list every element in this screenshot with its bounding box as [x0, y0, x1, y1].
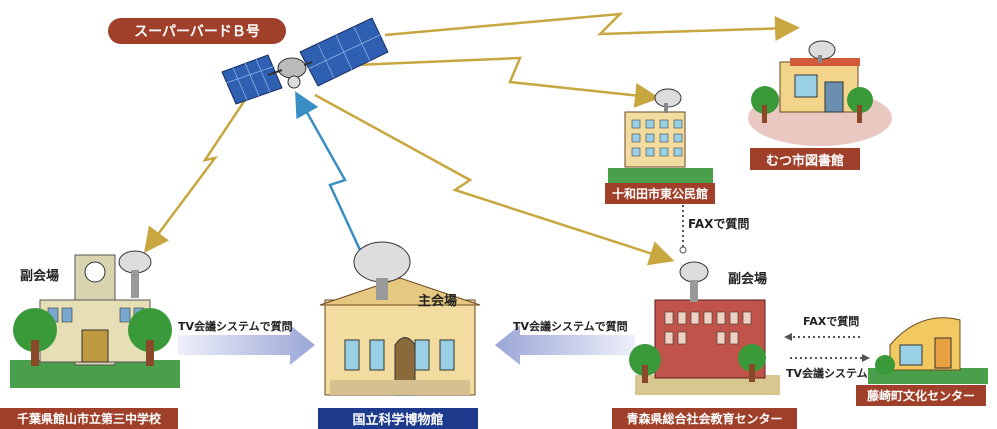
mutsu-library-illustration	[748, 40, 892, 146]
chiba-role: 副会場	[20, 269, 60, 284]
chiba-school-illustration	[10, 250, 180, 388]
aomori-role: 副会場	[728, 272, 768, 287]
uplink-from-museum	[295, 91, 362, 251]
fax-fujisaki-text: FAXで質問	[803, 315, 860, 328]
downlink-to-chiba	[144, 99, 247, 254]
satellite-icon	[221, 17, 389, 105]
aomori-center-illustration	[629, 261, 780, 395]
fujisaki-label: 藤崎町文化センター	[856, 385, 986, 406]
downlink-to-mutsu	[384, 12, 800, 41]
tv-question-left-text: TV会議システムで質問	[178, 320, 293, 333]
fujisaki-illustration	[868, 317, 988, 384]
mutsu-label: むつ市図書館	[750, 148, 860, 170]
museum-illustration	[319, 241, 481, 396]
towada-illustration	[608, 88, 713, 186]
chiba-label: 千葉県館山市立第三中学校	[0, 408, 178, 429]
tv-fujisaki-text: TV会議システム	[786, 367, 868, 380]
aomori-label: 青森県総合社会教育センター	[612, 408, 797, 429]
towada-label: 十和田市東公民館	[605, 183, 715, 204]
main-role: 主会場	[418, 294, 458, 309]
satellite-label: スーパーバードＢ号	[108, 18, 286, 44]
downlink-to-aomori	[314, 93, 675, 266]
tv-arrow-left	[178, 325, 315, 365]
main-venue-label: 国立科学博物館	[318, 408, 478, 429]
tv-question-right-text: TV会議システムで質問	[513, 320, 628, 333]
tv-arrow-right	[495, 325, 635, 365]
downlink-to-towada	[354, 56, 660, 108]
fax-towada-text: FAXで質問	[688, 217, 750, 231]
